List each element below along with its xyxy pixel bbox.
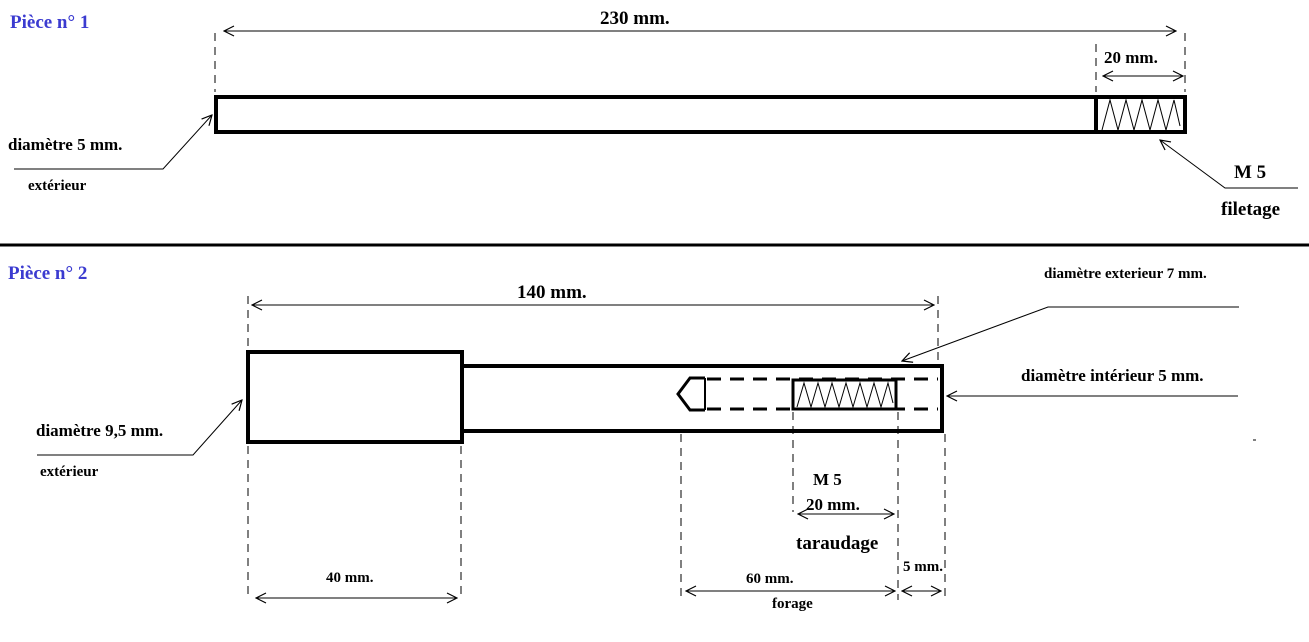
piece-2-drill-length-label: 60 mm. [746, 571, 794, 587]
diameter-leader-line [14, 115, 212, 170]
outer-diameter-leader-line [902, 306, 1239, 361]
piece-1-thread-length-label: 20 mm. [1104, 48, 1158, 67]
piece-2-outer-diameter-label: diamètre exterieur 7 mm. [1044, 266, 1207, 282]
piece-2-head-diameter-label: diamètre 9,5 mm. [36, 421, 163, 440]
tap-zigzag [796, 381, 894, 409]
piece-2-tap-type: taraudage [796, 533, 878, 554]
thread-zigzag [1101, 98, 1181, 132]
thread-leader-line [1160, 140, 1298, 189]
piece-2-length-label: 140 mm. [517, 282, 587, 303]
piece-1-title: Pièce n° 1 [10, 12, 89, 33]
drill-point [676, 376, 705, 412]
piece-2: Pièce n° 2 140 mm. diamètre exterieur 7 … [8, 263, 1256, 612]
piece-2-title: Pièce n° 2 [8, 263, 87, 284]
piece-1-length-label: 230 mm. [600, 8, 670, 29]
rod-body [214, 95, 1187, 134]
piece-2-inner-diameter-label: diamètre intérieur 5 mm. [1021, 366, 1204, 385]
piece-2-head-length-label: 40 mm. [326, 570, 374, 586]
piece-1: Pièce n° 1 230 mm. 20 mm. diamètre 5 mm.… [8, 8, 1298, 220]
piece-2-end-offset-label: 5 mm. [903, 559, 943, 575]
head-body [246, 350, 464, 444]
piece-2-drill-type: forage [772, 596, 813, 612]
piece-1-thread-size: M 5 [1234, 162, 1266, 183]
piece-2-tap-length-label: 20 mm. [806, 495, 860, 514]
piece-2-tap-size: M 5 [813, 470, 842, 489]
piece-1-diameter-qualifier: extérieur [28, 178, 87, 194]
head-diameter-leader-line [37, 400, 242, 456]
piece-1-thread-type: filetage [1221, 199, 1280, 220]
piece-2-head-diameter-qualifier: extérieur [40, 464, 99, 480]
piece-1-diameter-label: diamètre 5 mm. [8, 135, 122, 154]
